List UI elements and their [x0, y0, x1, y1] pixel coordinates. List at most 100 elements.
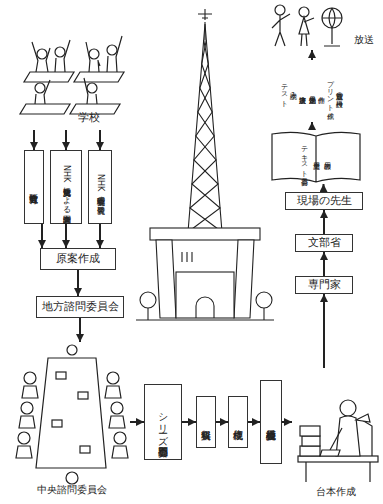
node-label: NHK放送文化研究所による全国意向調査	[61, 153, 70, 221]
text-group: 放送直前の再検討プリント作成作曲効果係決定演技者決定本読みテスト	[280, 63, 344, 119]
tower-illustration	[234, 240, 254, 318]
meeting-scene: 中央諮問委員会	[10, 342, 130, 502]
node-label: 作曲	[317, 63, 325, 119]
meeting-illustration	[107, 372, 119, 384]
broadcast-illustration	[301, 18, 314, 46]
step-list: 放送直前の再検討プリント作成作曲効果係決定演技者決定本読みテスト	[272, 60, 352, 122]
flow-arrow	[65, 130, 67, 150]
school-illustration	[35, 83, 45, 93]
meeting-illustration	[21, 402, 33, 414]
node-label: NHK研究委嘱校の研究発表	[95, 153, 104, 221]
school-illustration	[84, 78, 97, 104]
process-box: 専門家	[295, 276, 353, 294]
meeting-illustration	[111, 402, 123, 414]
writer-illustration	[306, 462, 370, 482]
writer-illustration	[300, 446, 320, 456]
tower-illustration	[198, 9, 212, 20]
tower-illustration	[188, 40, 220, 232]
school-illustration	[107, 36, 122, 72]
meeting-illustration	[80, 446, 90, 453]
process-box: 梗概作成	[228, 396, 248, 448]
school-illustration	[87, 83, 97, 93]
text-group: 文部省	[308, 237, 341, 250]
node-label: 中央諮問委員会	[37, 484, 107, 496]
school-illustration	[107, 45, 117, 55]
tower-illustration	[140, 292, 156, 308]
flow-arrow	[33, 130, 35, 150]
tower-illustration	[136, 9, 274, 320]
tower-illustration	[263, 308, 264, 320]
process-box: NHK放送文化研究所による全国意向調査	[50, 150, 82, 224]
meeting-illustration	[56, 372, 66, 379]
text-group: 台本作成	[316, 486, 356, 498]
node-label: 放送	[354, 34, 374, 46]
process-box: 資料収集	[196, 396, 216, 448]
text-group: 中央諮問委員会	[37, 484, 107, 496]
text-group: 資料収集	[200, 399, 212, 445]
node-label: 効果係決定	[308, 63, 316, 119]
node-label: 資料収集	[200, 399, 212, 445]
flow-arrow	[323, 252, 325, 276]
flow-arrow	[216, 421, 228, 423]
text-group: 放送	[354, 34, 374, 46]
node-label: テキスト委員会	[301, 133, 309, 181]
meeting-illustration	[19, 416, 35, 428]
text-group: 教師用児童用テキスト委員会	[298, 133, 334, 181]
node-label: 地方諮問委員会	[42, 301, 119, 314]
broadcast-illustration	[275, 5, 285, 15]
flow-arrow	[79, 318, 81, 342]
flow-arrow	[311, 50, 313, 60]
node-label: 梗概検討委員会	[265, 383, 277, 461]
school-illustration	[55, 40, 70, 72]
flow-arrow	[248, 421, 260, 423]
tower-illustration	[176, 272, 234, 318]
writer-illustration	[340, 400, 356, 416]
meeting-illustration	[52, 420, 62, 427]
school-illustration	[89, 49, 99, 59]
flow-arrow	[323, 210, 325, 234]
node-label: 梗概作成	[232, 399, 244, 445]
school-illustration	[32, 42, 50, 72]
meeting-illustration	[16, 345, 128, 484]
flow-arrow	[77, 270, 79, 296]
school-illustration	[24, 72, 74, 82]
text-group: シリーズ別専門委員会	[157, 387, 169, 457]
text-group: NHK研究委嘱校の研究発表	[95, 153, 104, 221]
text-group: 現場の先生	[297, 195, 352, 208]
text-group: 放送教育研究会	[29, 153, 39, 221]
text-book: 教師用児童用テキスト委員会	[270, 130, 362, 184]
meeting-illustration	[78, 392, 88, 399]
tower-illustration	[136, 319, 274, 320]
school-illustration	[35, 80, 50, 104]
process-box: 原案作成	[40, 248, 116, 270]
process-box: 現場の先生	[285, 192, 363, 210]
meeting-illustration	[112, 446, 128, 458]
flow-arrow	[130, 421, 144, 423]
tower-illustration	[196, 297, 214, 318]
text-group: 学校	[78, 112, 100, 125]
node-label: プリント作成	[326, 63, 334, 119]
flow-arrow	[311, 122, 313, 130]
node-label: テスト	[281, 63, 289, 119]
process-box: NHK研究委嘱校の研究発表	[88, 150, 112, 224]
meeting-illustration	[24, 372, 36, 384]
flow-arrow	[182, 421, 196, 423]
broadcast-illustration	[299, 17, 309, 34]
process-box: シリーズ別専門委員会	[144, 384, 182, 460]
school-illustration	[74, 72, 124, 82]
meeting-illustration	[16, 446, 32, 458]
node-label: 現場の先生	[297, 195, 352, 208]
school-illustration	[20, 104, 70, 114]
process-box: 文部省	[295, 234, 353, 252]
meeting-illustration	[36, 358, 106, 468]
school-illustration	[20, 36, 124, 114]
text-group: 地方諮問委員会	[42, 301, 119, 314]
flow-arrow	[323, 184, 325, 192]
book-outline	[272, 132, 360, 182]
node-label: 文部省	[308, 237, 341, 250]
flow-arrow	[282, 421, 292, 423]
node-label: 教師用	[323, 133, 331, 181]
writer-illustration	[320, 450, 340, 456]
